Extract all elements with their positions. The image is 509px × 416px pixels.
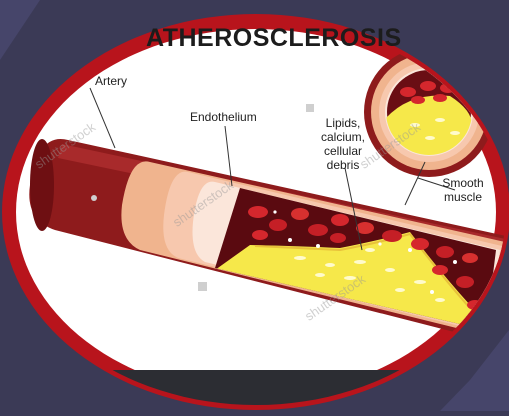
label-endothelium: Endothelium [190, 110, 257, 124]
label-smooth-muscle: Smooth muscle [437, 176, 489, 204]
label-lipids-line-2: calcium, [318, 130, 368, 144]
label-smooth-muscle-line-2: muscle [437, 190, 489, 204]
label-artery: Artery [95, 74, 127, 88]
diagram-title: ATHEROSCLEROSIS [146, 24, 402, 53]
bottom-band [0, 370, 509, 411]
label-lipids-line-1: Lipids, [318, 116, 368, 130]
label-smooth-muscle-line-1: Smooth [437, 176, 489, 190]
